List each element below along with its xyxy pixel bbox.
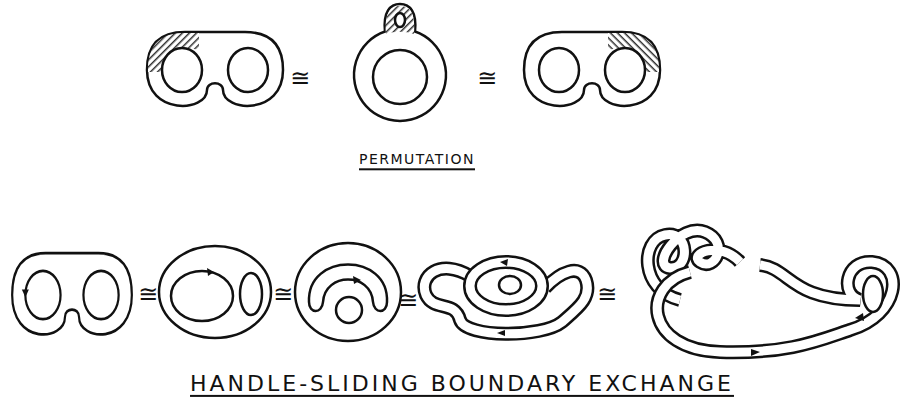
disk-arch-hole [295, 243, 401, 341]
congruence-symbol: ≅ [273, 281, 293, 307]
caption: PERMUTATION [359, 152, 475, 167]
two-hole-disk [524, 32, 660, 106]
two-hole-disk [147, 32, 283, 106]
congruence-symbol: ≅ [398, 287, 418, 313]
caption: HANDLE-SLIDING BOUNDARY EXCHANGE [190, 372, 734, 396]
congruence-symbol: ≅ [138, 281, 158, 307]
annulus-with-handle [354, 4, 446, 121]
two-hole-disk-stretched [159, 246, 271, 338]
congruence-symbol: ≅ [290, 65, 310, 91]
ribbon-surface [424, 259, 587, 336]
congruence-symbol: ≅ [477, 65, 497, 91]
congruence-symbol: ≅ [597, 281, 617, 307]
two-hole-disk [12, 253, 132, 334]
twisted-ribbon-surface [648, 231, 893, 356]
